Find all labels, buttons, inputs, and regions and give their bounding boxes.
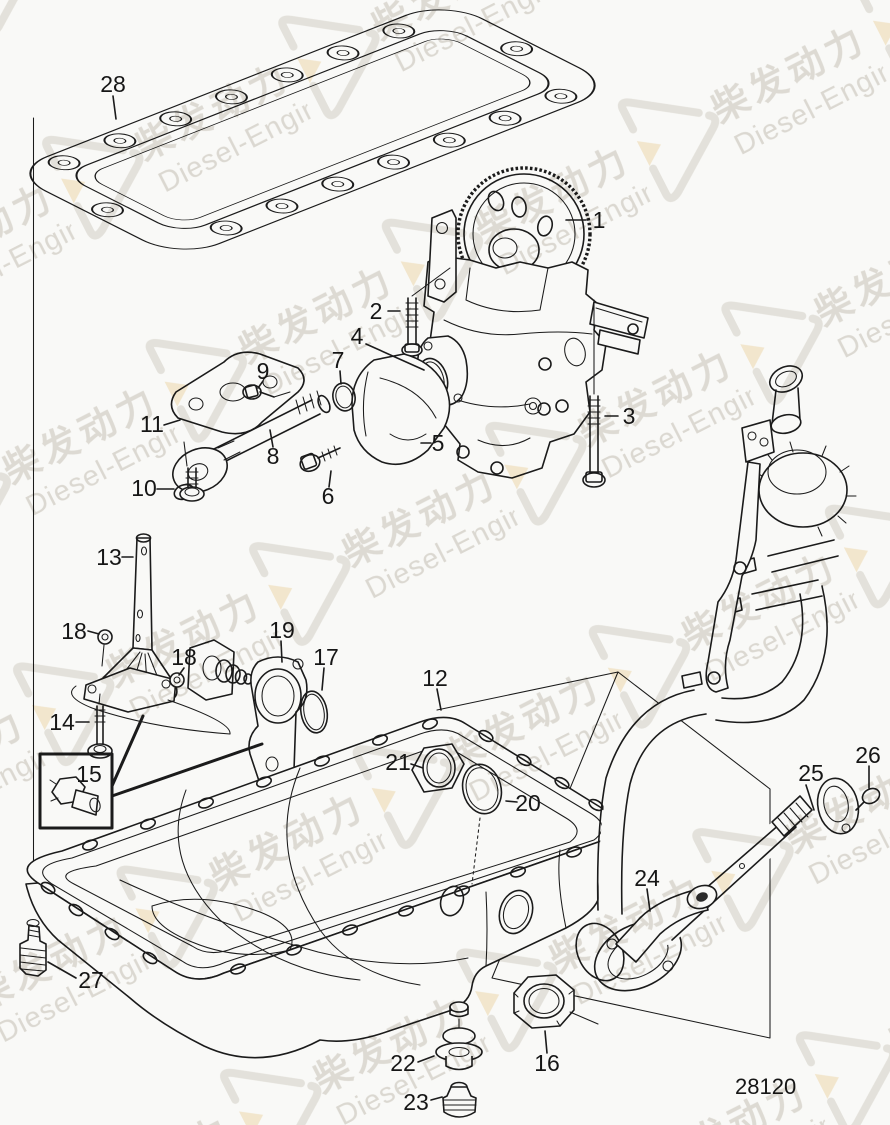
exploded-view-diagram: 28 1 2 4 7 9 11 8 10 6 5 3 13 18 18 19 1… xyxy=(0,0,890,1125)
watermark-layer xyxy=(0,0,890,1125)
parts-diagram-page: 28 1 2 4 7 9 11 8 10 6 5 3 13 18 18 19 1… xyxy=(0,0,890,1125)
